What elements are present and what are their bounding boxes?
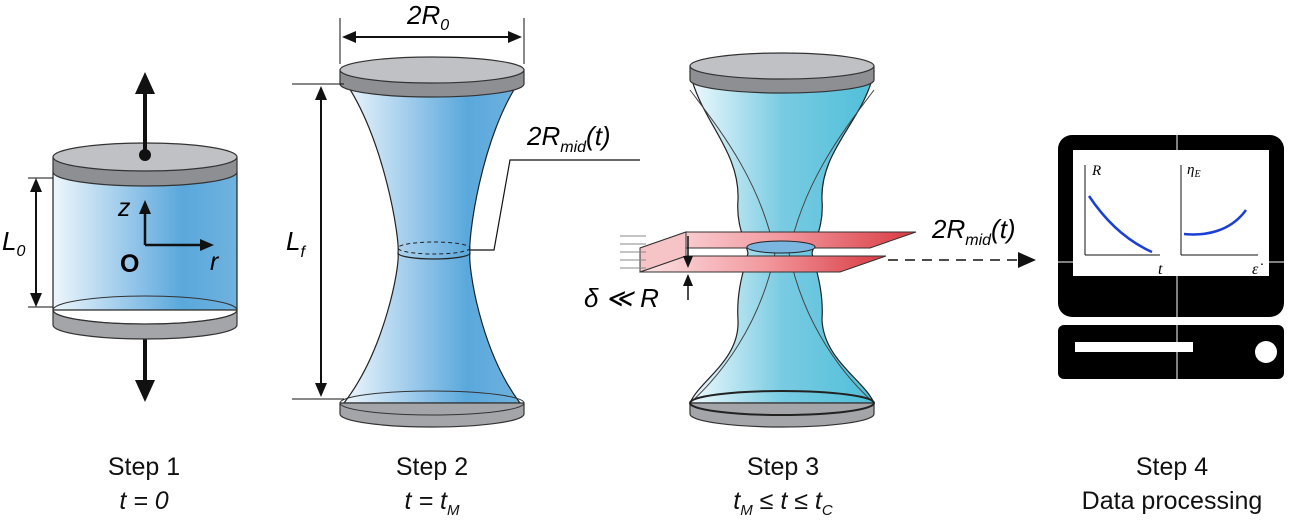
step1-label: Step 1	[107, 453, 181, 481]
delta-label: δ ≪ R	[584, 283, 659, 313]
Lf-label: Lf	[286, 226, 306, 261]
step2-time-main: t = t	[404, 487, 447, 515]
bottom-plate-rim-step2	[339, 390, 525, 416]
step3-time: tM ≤ t ≤ tC	[663, 486, 903, 526]
L0-label: L0	[2, 226, 25, 260]
data-transfer-arrowhead	[1018, 252, 1036, 268]
bottom-plate-rim-step3	[689, 390, 875, 416]
computer-icon: R t ηE ε̇	[1040, 135, 1296, 379]
step3-time-a: t	[733, 487, 741, 515]
plot1-x-label: t	[1158, 261, 1163, 278]
Lf-arrowhead-bottom	[315, 383, 327, 397]
top-pull-arrowhead	[135, 72, 155, 94]
plot2-y-label: ηE	[1187, 162, 1201, 180]
midplane-ellipse-back	[397, 241, 471, 255]
L0-arrowhead-bottom	[30, 293, 42, 307]
step4-label: Step 4	[1135, 453, 1209, 481]
step1-time: t = 0	[119, 487, 169, 515]
top-plate-step2	[339, 56, 525, 84]
step3-time-a-index: M	[740, 502, 753, 519]
sheet-hatch-lines	[620, 235, 646, 269]
top-attachment-dot	[139, 149, 151, 161]
step2-label: Step 2	[395, 453, 469, 481]
step4-description: Data processing	[1081, 487, 1263, 515]
step1-cylinder: L0 z O r	[2, 72, 238, 402]
r-axis-label: r	[210, 248, 220, 276]
step2-time-index: M	[446, 502, 460, 519]
Rmid-label-step2: 2Rmid(t)	[526, 121, 611, 156]
plot1-curve	[1087, 195, 1153, 254]
plot1-y-label: R	[1091, 163, 1101, 179]
Lf-arrowhead-top	[315, 86, 327, 100]
z-axis-arrowhead	[139, 200, 151, 214]
L0-arrowhead-top	[30, 178, 42, 192]
r-axis-arrowhead	[200, 239, 214, 251]
R0-arrowhead-left	[342, 31, 356, 43]
step2-filament: 2R0 Lf 2Rmid(t)	[286, 0, 640, 428]
delta-arrowhead-top	[683, 256, 693, 268]
power-button	[1255, 341, 1277, 363]
step2-time: t = tM	[312, 486, 552, 526]
midplane-ellipse-front	[397, 252, 471, 260]
origin-label: O	[120, 250, 139, 278]
drive-slot	[1075, 342, 1193, 352]
plot2-curve	[1183, 209, 1248, 236]
step3-time-mid: ≤ t ≤ t	[752, 487, 822, 515]
step3-time-b-index: C	[821, 502, 833, 519]
Rmid-leader-line	[470, 159, 640, 251]
step3-label: Step 3	[746, 453, 820, 481]
bottom-plate-rim-step1	[52, 295, 238, 325]
delta-arrowhead-bottom	[683, 274, 693, 286]
R0-label: 2R0	[406, 0, 449, 34]
neck-cross-section	[746, 240, 816, 254]
Rmid-label-step3: 2Rmid(t)	[931, 214, 1016, 249]
bottom-pull-arrowhead	[135, 380, 155, 402]
top-plate-step3	[689, 52, 875, 80]
step3-filament: δ ≪ R 2Rmid(t)	[584, 52, 1036, 428]
plot2-x-label: ε̇	[1252, 261, 1263, 278]
liquid-bridge-step2	[342, 79, 522, 404]
z-axis-label: z	[117, 194, 131, 222]
R0-arrowhead-right	[508, 31, 522, 43]
